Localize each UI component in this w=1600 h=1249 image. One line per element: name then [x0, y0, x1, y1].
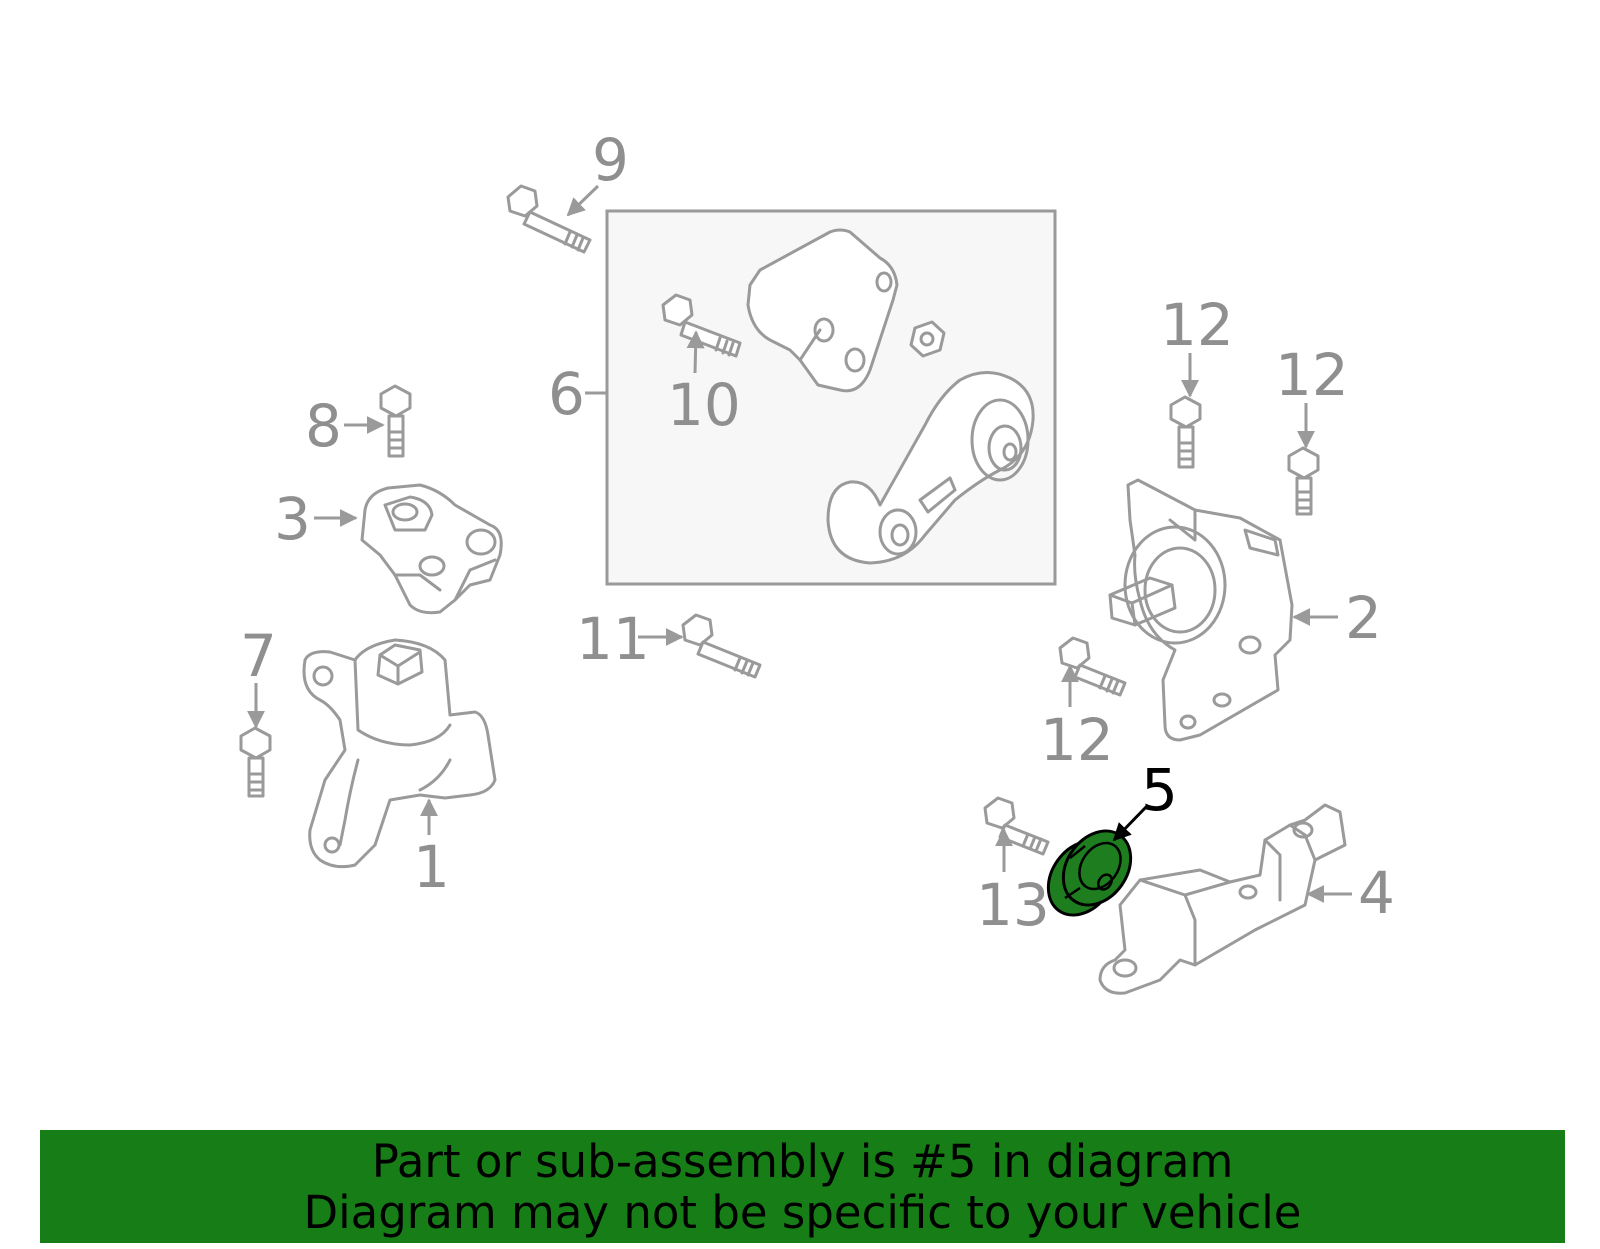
callout-2: 2 [1345, 584, 1382, 652]
callout-5: 5 [1141, 756, 1178, 824]
callout-11: 11 [576, 605, 650, 673]
callout-12a: 12 [1160, 291, 1234, 359]
part-6-assembly-box [605, 209, 1057, 586]
callout-12c: 12 [1040, 706, 1114, 774]
callout-12b: 12 [1275, 341, 1349, 409]
callout-3: 3 [274, 485, 311, 553]
callout-8: 8 [305, 392, 342, 460]
callout-lines [247, 184, 1352, 903]
part-12-bolt-c [1058, 636, 1127, 697]
part-7-bolt [239, 726, 272, 798]
leader-9 [566, 184, 600, 217]
callout-4: 4 [1358, 859, 1395, 927]
callout-7: 7 [240, 622, 277, 690]
leader-10 [686, 330, 705, 374]
callout-6: 6 [548, 360, 585, 428]
banner-line-disclaimer: Diagram may not be specific to your vehi… [303, 1185, 1302, 1239]
part-11-bolt [681, 613, 762, 679]
part-13-bolt [983, 796, 1050, 856]
part-5-bushing-highlighted [1046, 829, 1133, 917]
banner-line-part: Part or sub-assembly is #5 in diagram [371, 1134, 1234, 1188]
callout-9: 9 [592, 126, 629, 194]
part-1-mount [302, 638, 497, 869]
part-2-mount [1108, 478, 1294, 742]
part-12-bolt-a [1169, 395, 1202, 469]
part-3-mount [360, 483, 503, 615]
callout-1: 1 [413, 833, 450, 901]
leader-5 [1112, 803, 1150, 842]
info-banner: Part or sub-assembly is #5 in diagram Di… [40, 1130, 1565, 1243]
callout-labels: 9 10 6 8 3 7 1 11 12 12 12 2 13 4 5 [240, 126, 1395, 939]
part-4-bracket [1098, 803, 1347, 995]
part-12-bolt-b [1287, 446, 1320, 516]
callout-10: 10 [667, 371, 741, 439]
callout-13: 13 [976, 871, 1050, 939]
part-9-bolt [506, 184, 592, 254]
part-8-bolt [379, 384, 412, 458]
